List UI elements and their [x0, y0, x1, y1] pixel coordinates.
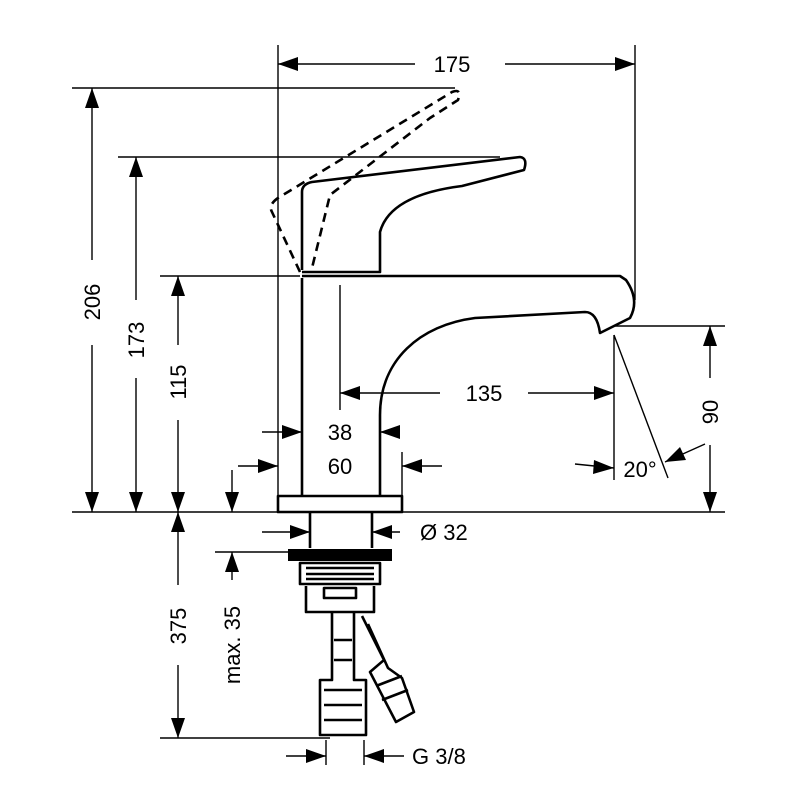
dimension-38: 38 — [262, 420, 400, 445]
fixing-nut — [288, 549, 392, 561]
dimension-60: 60 — [225, 452, 442, 512]
dimension-20-degree: 20° — [574, 443, 706, 482]
dim-spout-reach: 135 — [466, 381, 503, 406]
dimension-375: 375 — [166, 512, 191, 738]
hose-right — [360, 615, 416, 724]
dim-body-width-1: 38 — [328, 420, 352, 445]
dim-shank-length: 375 — [166, 608, 191, 645]
dim-body-height: 115 — [166, 364, 191, 399]
dim-spout-outlet-height: 90 — [698, 400, 723, 424]
dim-shank-diameter: Ø 32 — [420, 520, 468, 545]
faucet-outline — [269, 89, 636, 737]
dimension-206: 206 — [80, 88, 105, 512]
base-plate — [276, 494, 404, 514]
dimension-173: 173 — [124, 157, 149, 512]
dim-lever-height: 173 — [124, 322, 149, 359]
threaded-section — [298, 561, 382, 586]
dim-overall-width: 175 — [434, 52, 471, 77]
dimension-g-3-8: G 3/8 — [286, 744, 466, 769]
lever-open-position — [269, 89, 461, 273]
dimension-diameter-32: Ø 32 — [262, 520, 468, 545]
dim-body-width-2: 60 — [328, 454, 352, 479]
lever-handle — [300, 155, 527, 274]
dimension-90: 90 — [698, 326, 723, 512]
dimension-115: 115 — [166, 276, 191, 512]
shank — [308, 512, 374, 548]
hose-left — [318, 612, 368, 737]
dim-thread: G 3/8 — [412, 744, 466, 769]
dim-spout-angle: 20° — [623, 457, 656, 482]
dimension-max-35: max. 35 — [220, 552, 245, 684]
faucet-body — [300, 274, 636, 496]
dim-total-height: 206 — [80, 284, 105, 321]
extension-lines — [72, 45, 725, 765]
dimension-175: 175 — [278, 52, 635, 77]
lower-shank — [304, 586, 376, 614]
dim-max-thickness: max. 35 — [220, 606, 245, 684]
dimension-135: 135 — [340, 381, 614, 406]
